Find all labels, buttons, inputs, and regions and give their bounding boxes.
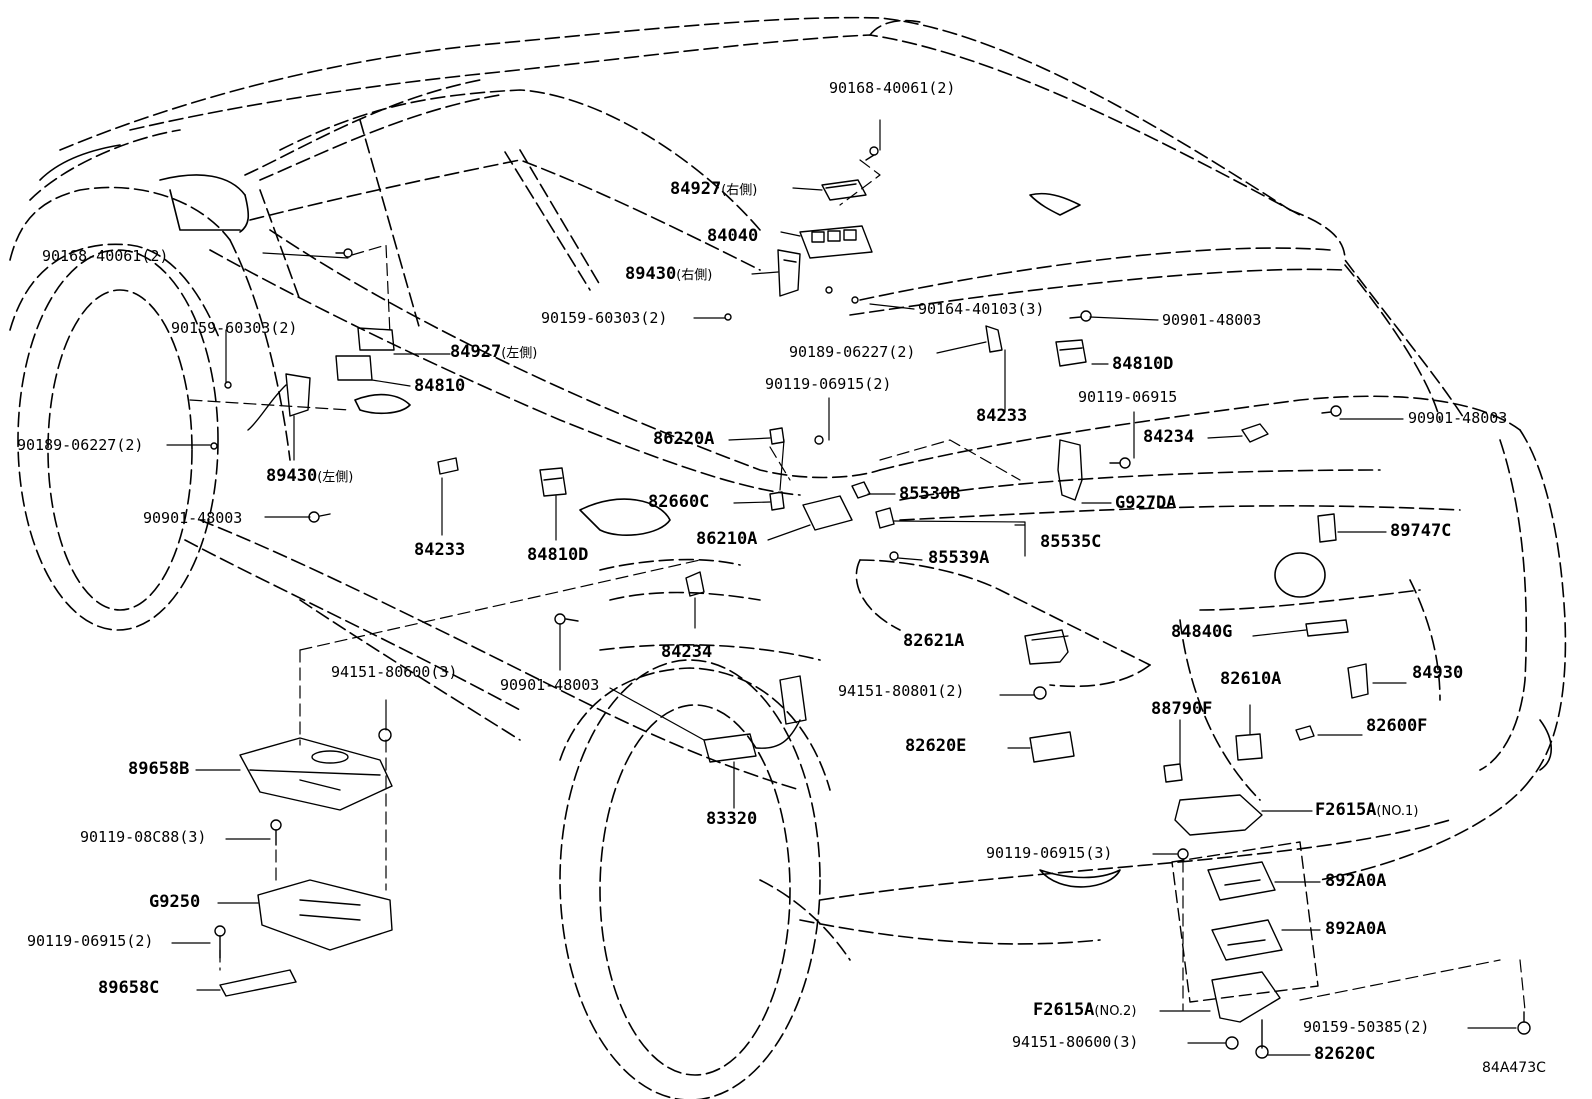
part-label-82620e: 82620E xyxy=(905,736,967,756)
part-label-94151-80600-b: 94151-80600(3) xyxy=(1012,1033,1139,1051)
installation-guide-lines xyxy=(189,159,1526,1011)
leader-lines xyxy=(166,119,1517,1056)
part-number: 89430 xyxy=(625,264,677,284)
part-label-84233-left: 84233 xyxy=(414,540,466,560)
part-number: 89430 xyxy=(266,466,318,486)
part-sensors xyxy=(210,146,1369,783)
part-label-85539a: 85539A xyxy=(928,548,990,568)
part-label-g927da: G927DA xyxy=(1115,493,1177,513)
part-label-f2615a-no2: F2615A(NO.2) xyxy=(1033,1001,1136,1021)
part-label-89658c: 89658C xyxy=(98,978,160,998)
part-label-90168-left: 90168-40061(2) xyxy=(42,247,169,265)
part-label-82610a: 82610A xyxy=(1220,669,1282,689)
side-note: (右側) xyxy=(676,268,713,283)
part-label-90901-c: 90901-48003 xyxy=(500,676,600,694)
part-label-89658b: 89658B xyxy=(128,759,190,779)
part-label-86210a: 86210A xyxy=(696,529,758,549)
part-label-84810: 84810 xyxy=(414,376,466,396)
part-label-g9250: G9250 xyxy=(149,892,201,912)
part-label-90189-left: 90189-06227(2) xyxy=(17,436,144,454)
part-label-82660c: 82660C xyxy=(648,492,710,512)
part-number: 84927 xyxy=(450,342,502,362)
part-label-90901-left: 90901-48003 xyxy=(143,509,243,527)
part-label-90159-50385: 90159-50385(2) xyxy=(1303,1018,1430,1036)
part-variant: (NO.2) xyxy=(1094,1004,1137,1019)
part-label-892a0a-upper: 892A0A xyxy=(1325,871,1387,891)
rear-wheel xyxy=(559,659,831,1099)
part-label-82620c: 82620C xyxy=(1314,1044,1376,1064)
part-label-84930: 84930 xyxy=(1412,663,1464,683)
part-label-84927-left: 84927(左側) xyxy=(450,343,537,363)
side-note: (左側) xyxy=(317,470,354,485)
part-lower-right-units xyxy=(1171,794,1531,1059)
body-solid-lines xyxy=(39,144,1553,888)
part-label-84233-right: 84233 xyxy=(976,406,1028,426)
part-label-84810d-left: 84810D xyxy=(527,545,589,565)
part-label-85535c: 85535C xyxy=(1040,532,1102,552)
vehicle-body-outline xyxy=(9,16,1567,961)
part-label-90159-left: 90159-60303(2) xyxy=(171,319,298,337)
side-note: (右側) xyxy=(721,183,758,198)
part-label-86220a: 86220A xyxy=(653,429,715,449)
diagram-code: 84A473C xyxy=(1482,1060,1546,1076)
part-label-84927-right: 84927(右側) xyxy=(670,180,757,200)
part-label-82600f: 82600F xyxy=(1366,716,1428,736)
part-label-90119-mid: 90119-06915(2) xyxy=(765,375,892,393)
part-label-90901-a: 90901-48003 xyxy=(1162,311,1262,329)
part-label-84040: 84040 xyxy=(707,226,759,246)
part-number: F2615A xyxy=(1315,800,1377,820)
part-label-84840g: 84840G xyxy=(1171,622,1233,642)
part-label-84234-center: 84234 xyxy=(661,642,713,662)
part-label-89430-right: 89430(右側) xyxy=(625,265,712,285)
part-label-88790f: 88790F xyxy=(1151,699,1213,719)
part-label-892a0a-lower: 892A0A xyxy=(1325,919,1387,939)
part-number: 84927 xyxy=(670,179,722,199)
part-label-90901-b: 90901-48003 xyxy=(1408,409,1508,427)
part-label-94151-80801: 94151-80801(2) xyxy=(838,682,965,700)
part-label-90119-b: 90119-06915 xyxy=(1078,388,1178,406)
part-label-83320: 83320 xyxy=(706,809,758,829)
part-label-89747c: 89747C xyxy=(1390,521,1452,541)
part-label-90119-left: 90119-06915(2) xyxy=(27,932,154,950)
front-wheel xyxy=(9,243,221,631)
part-lower-left-units xyxy=(214,728,393,997)
part-label-90119-3: 90119-06915(3) xyxy=(986,844,1113,862)
part-variant: (NO.1) xyxy=(1376,804,1419,819)
part-label-84234-right: 84234 xyxy=(1143,427,1195,447)
part-label-90164: 90164-40103(3) xyxy=(918,300,1045,318)
part-label-89430-left: 89430(左側) xyxy=(266,467,353,487)
part-label-90159-mid: 90159-60303(2) xyxy=(541,309,668,327)
part-label-84810d-right: 84810D xyxy=(1112,354,1174,374)
part-label-90189-mid: 90189-06227(2) xyxy=(789,343,916,361)
part-label-f2615a-no1: F2615A(NO.1) xyxy=(1315,801,1418,821)
part-label-90168-top: 90168-40061(2) xyxy=(829,79,956,97)
part-label-82621a: 82621A xyxy=(903,631,965,651)
part-label-90119-08c88: 90119-08C88(3) xyxy=(80,828,207,846)
side-note: (左側) xyxy=(501,346,538,361)
part-label-85530b: 85530B xyxy=(899,484,961,504)
part-number: F2615A xyxy=(1033,1000,1095,1020)
part-label-94151-80600-a: 94151-80600(3) xyxy=(331,663,458,681)
